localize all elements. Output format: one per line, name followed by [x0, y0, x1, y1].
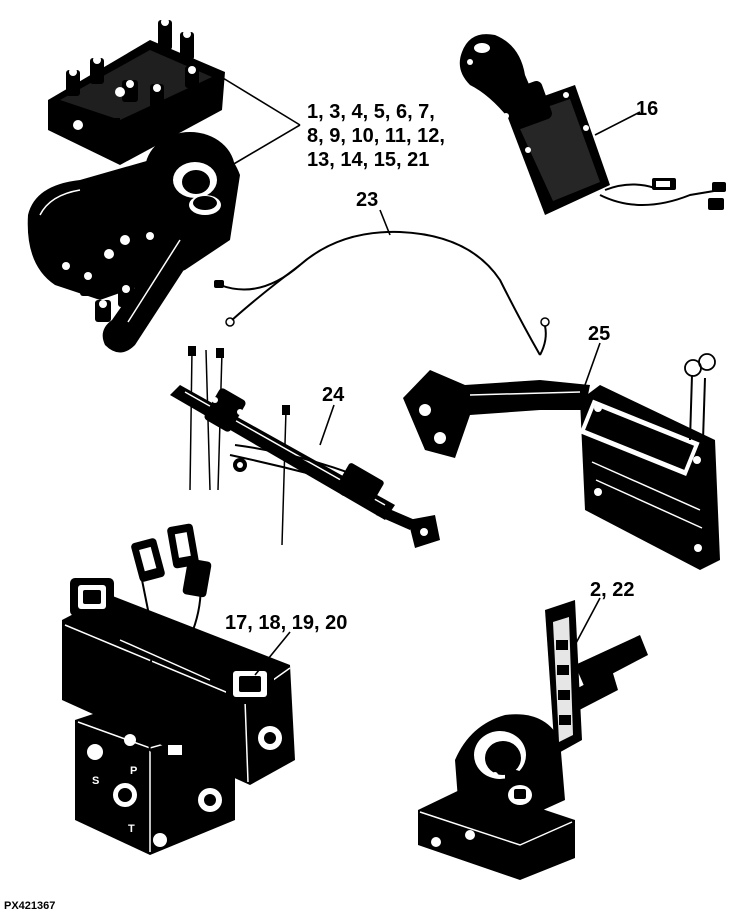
port-label-p: P — [130, 765, 137, 777]
harness-leader — [379, 209, 391, 236]
figure-id: PX421367 — [4, 900, 55, 912]
callout-joystick: 16 — [636, 98, 658, 120]
bracket-controller — [403, 353, 720, 570]
wiring-harness — [214, 230, 550, 356]
solenoid-leader — [254, 631, 291, 676]
callout-tilt-mount: 2, 22 — [590, 579, 634, 601]
control-valve-assembly — [27, 18, 241, 353]
tilt-mount-assembly — [418, 600, 648, 880]
cylinder-leader — [319, 404, 335, 446]
kit-valve-leaders — [217, 74, 301, 166]
port-label-s: S — [92, 775, 99, 787]
callout-kit-valve-line1: 1, 3, 4, 5, 6, 7, — [307, 101, 435, 123]
callout-kit-valve-line3: 13, 14, 15, 21 — [307, 149, 429, 171]
callout-kit-valve-line2: 8, 9, 10, 11, 12, — [307, 125, 445, 147]
callout-bracket-controller: 25 — [588, 323, 610, 345]
solenoid-valve-assembly — [62, 523, 295, 855]
hydraulic-cylinder — [170, 346, 440, 548]
joystick-controller — [459, 34, 726, 215]
bracket-leader — [584, 342, 601, 386]
callout-solenoid-valve: 17, 18, 19, 20 — [225, 612, 347, 634]
tilt-mount-leader — [574, 597, 601, 646]
callout-harness: 23 — [356, 189, 378, 211]
callout-cylinder: 24 — [322, 384, 345, 406]
joystick-leader — [594, 111, 641, 136]
port-label-t: T — [128, 823, 135, 835]
